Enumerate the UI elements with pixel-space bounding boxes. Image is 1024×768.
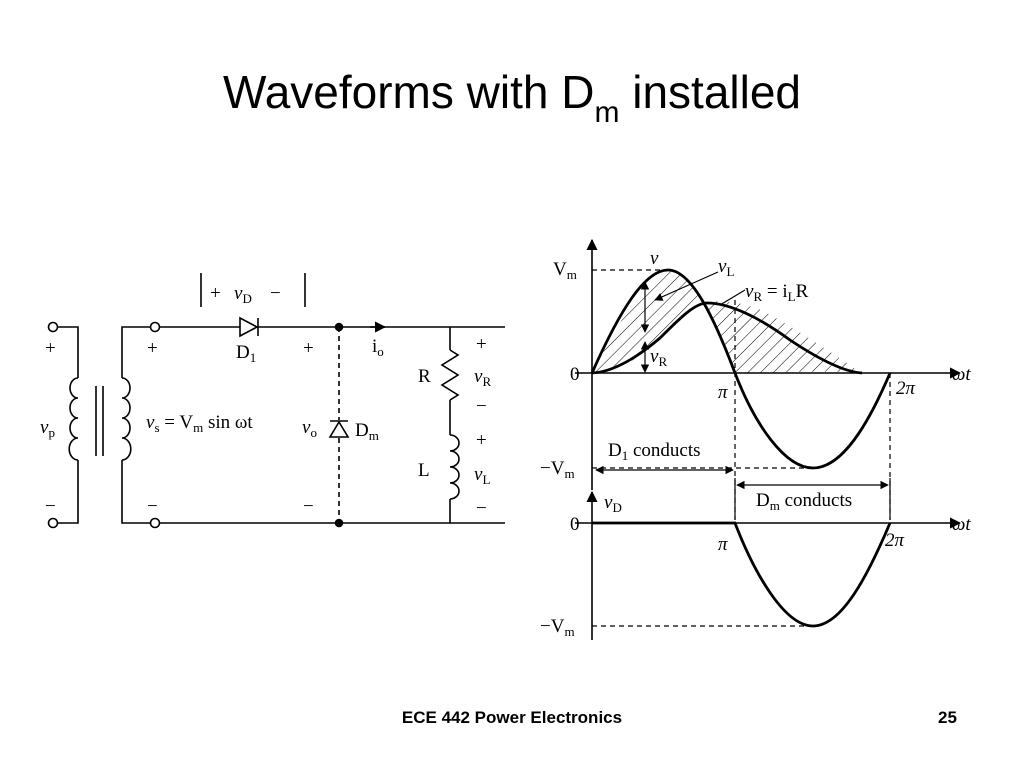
svg-text:vL: vL bbox=[474, 464, 490, 487]
svg-text:vs = Vm sin ωt: vs = Vm sin ωt bbox=[146, 412, 253, 435]
svg-text:io: io bbox=[372, 336, 384, 359]
svg-text:−: − bbox=[45, 496, 56, 517]
svg-text:+: + bbox=[210, 283, 221, 304]
svg-text:2π: 2π bbox=[885, 530, 905, 551]
svg-text:vR: vR bbox=[650, 346, 667, 369]
svg-text:vp: vp bbox=[40, 417, 55, 440]
secondary-winding bbox=[121, 377, 132, 461]
svg-text:+: + bbox=[476, 430, 487, 451]
svg-text:R: R bbox=[418, 366, 431, 387]
svg-text:π: π bbox=[718, 534, 728, 555]
vl-leader bbox=[654, 271, 719, 301]
primary-bottom-terminal bbox=[47, 517, 59, 529]
svg-text:v: v bbox=[650, 248, 659, 269]
slide-title: Waveforms with Dm installed bbox=[222, 66, 802, 129]
svg-text:−Vm: −Vm bbox=[540, 616, 575, 639]
lower-waveform-plot bbox=[575, 490, 962, 640]
svg-text:−Vm: −Vm bbox=[540, 458, 575, 481]
footer-page-number: 25 bbox=[938, 708, 957, 727]
svg-text:Dm: Dm bbox=[355, 420, 379, 443]
secondary-bottom-terminal bbox=[149, 517, 161, 529]
svg-text:L: L bbox=[418, 460, 430, 481]
svg-text:+: + bbox=[476, 334, 487, 355]
diode-dm bbox=[328, 420, 350, 438]
svg-text:vL: vL bbox=[718, 256, 734, 279]
primary-top-terminal bbox=[47, 321, 59, 333]
resistor-r bbox=[440, 349, 460, 401]
svg-text:vo: vo bbox=[302, 417, 317, 440]
svg-text:2π: 2π bbox=[896, 378, 916, 399]
svg-text:vR = iLR: vR = iLR bbox=[745, 281, 809, 304]
svg-text:π: π bbox=[718, 382, 728, 403]
primary-winding bbox=[68, 377, 79, 461]
upper-plot-labels: Vm 0 −Vm v vL vR = iLR vR π 2π ωt D1 con… bbox=[540, 248, 971, 481]
svg-text:Dm conducts: Dm conducts bbox=[756, 490, 852, 513]
svg-text:+: + bbox=[45, 338, 56, 359]
svg-text:+: + bbox=[147, 338, 158, 359]
svg-text:0: 0 bbox=[570, 514, 580, 535]
svg-text:0: 0 bbox=[570, 364, 580, 385]
primary-wire bbox=[58, 326, 79, 524]
diode-d1 bbox=[239, 316, 259, 338]
svg-text:−: − bbox=[476, 498, 487, 519]
svg-text:vD: vD bbox=[604, 492, 622, 515]
svg-text:Vm: Vm bbox=[553, 259, 577, 282]
svg-text:−: − bbox=[147, 496, 158, 517]
inductor-l bbox=[449, 434, 460, 500]
footer-course-title: ECE 442 Power Electronics bbox=[401, 708, 623, 727]
svg-text:−: − bbox=[476, 396, 487, 417]
upper-waveform-plot bbox=[575, 238, 962, 520]
vr-eq-leader bbox=[719, 289, 746, 306]
svg-text:ωt: ωt bbox=[952, 514, 971, 535]
svg-text:D1 conducts: D1 conducts bbox=[608, 440, 701, 463]
svg-text:+: + bbox=[303, 338, 314, 359]
svg-text:−: − bbox=[303, 496, 314, 517]
svg-text:−: − bbox=[270, 283, 281, 304]
vd-curve bbox=[592, 521, 892, 628]
secondary-top-terminal bbox=[149, 321, 161, 333]
svg-text:D1: D1 bbox=[236, 342, 256, 365]
lower-plot-labels: vD 0 π 2π ωt −Vm Dm conducts bbox=[540, 490, 971, 639]
circuit-labels: + − + − + − + − + − + − vp vs = Vm sin ω… bbox=[40, 283, 491, 519]
secondary-wire bbox=[121, 326, 150, 524]
svg-text:vD: vD bbox=[234, 283, 252, 306]
svg-text:ωt: ωt bbox=[952, 364, 971, 385]
circuit-diagram bbox=[47, 273, 505, 529]
svg-text:vR: vR bbox=[474, 366, 491, 389]
